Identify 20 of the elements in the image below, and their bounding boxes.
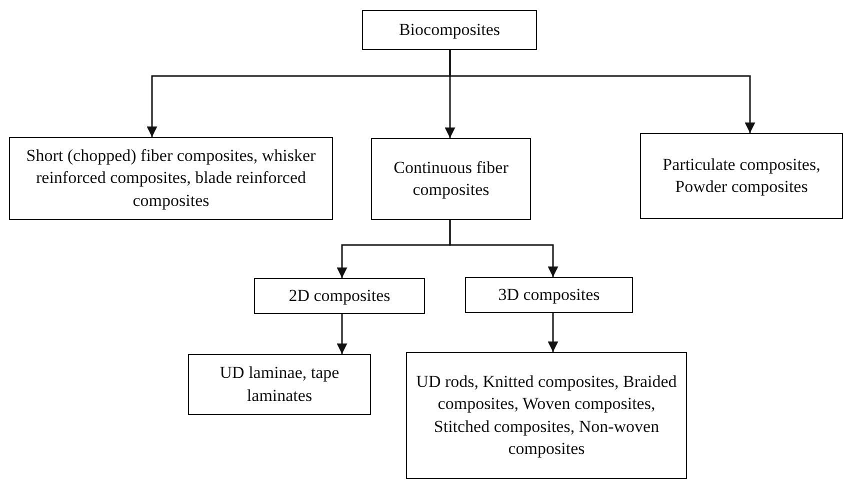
arrow xyxy=(548,313,558,352)
box-label: 2D composites xyxy=(288,284,390,307)
arrow xyxy=(449,220,558,277)
box-label: Short (chopped) fiber composites, whisker reinforced composites, blade reinforced composites xyxy=(25,145,317,212)
category-box xyxy=(362,10,537,50)
category-box xyxy=(9,137,333,220)
category-box xyxy=(640,133,843,219)
category-box xyxy=(188,354,371,415)
category-box xyxy=(406,352,687,479)
box-label: Particulate composites, Powder composites xyxy=(662,154,822,198)
arrow xyxy=(336,314,348,354)
category-box xyxy=(465,277,633,313)
category-box xyxy=(254,278,425,314)
box-label: 3D composites xyxy=(498,284,600,306)
box-label: UD rods, Knitted composites, Braided composites, Woven composites, Stitched composites, Non-woven composites xyxy=(415,371,678,460)
box-label: UD laminae, tape laminates xyxy=(218,362,340,406)
box-label: Continuous fiber composites xyxy=(392,156,510,201)
category-box xyxy=(371,138,531,220)
box-label: Biocomposites xyxy=(398,18,500,41)
arrow xyxy=(449,50,756,133)
